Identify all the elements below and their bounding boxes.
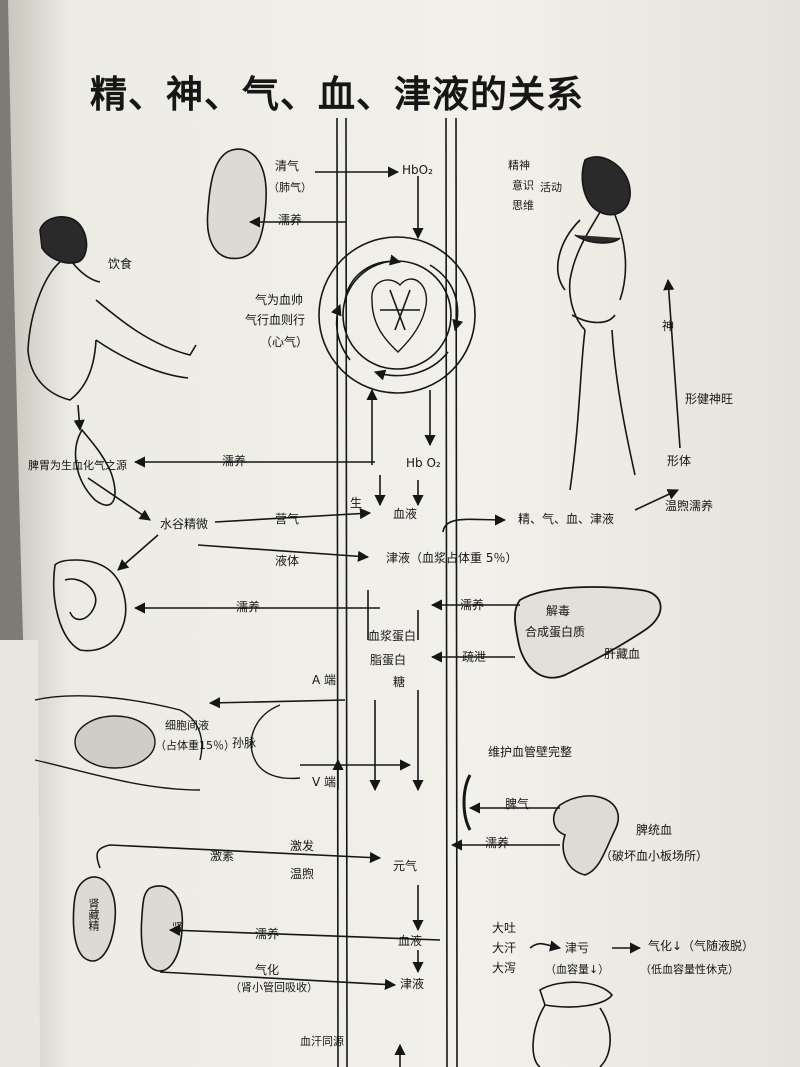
kidney-right [140,885,184,972]
xue-rong-liang-label: （血容量↓） [545,963,610,976]
left-page-edge [0,640,40,1067]
wen-xu-ru-yang-label: 温煦濡养 [665,499,714,513]
ru-yang-kidney-label: 濡养 [255,927,280,941]
capillary-cell-band [34,695,301,791]
kidney-left [72,876,117,962]
pi-wei-label: 脾胃为生血化气之源 [28,459,127,472]
spleen-shape [552,795,619,876]
yin-shi-label: 饮食 [108,257,133,271]
da-tu-label: 大吐 [492,921,517,935]
hbo2-top-label: HbO₂ [402,163,433,177]
standing-woman [557,156,636,491]
qi-hua-down-label: 气化↓（气随液脱） [648,939,755,953]
si-wei-label: 思维 [512,199,534,212]
ye-ti-label: 液体 [275,554,300,568]
eating-woman [27,216,197,401]
v-duan-label: V 端 [312,775,337,789]
digestive-organs [52,404,127,652]
jing-shen-label: 精神 [508,159,530,172]
shen-xiao-guan-label: （肾小管回吸收） [230,981,318,994]
xue-ye-label: 血液 [393,507,418,521]
xing-jian-shen-wang-label: 形健神旺 [685,392,734,406]
zhi-dan-bai-label: 脂蛋白 [370,653,407,667]
da-xie-label: 大泻 [492,961,517,975]
jin-ye-lower-label: 津液 [400,977,425,991]
ru-yang-stomach-label: 濡养 [222,454,247,468]
bottom-figure [532,981,614,1067]
di-xue-rong-label: （低血容量性休克） [640,963,739,976]
liver-shape [513,586,662,679]
sun-mai-label: 孙脉 [232,736,257,750]
pi-qi-label: 脾气 [505,797,530,811]
page-title: 精、神、气、血、津液的关系 [90,73,584,116]
jing-qi-xue-jin-ye-label: 精、气、血、津液 [518,512,615,526]
jie-du-label: 解毒 [546,604,571,618]
lung-shape [206,148,267,260]
wen-xu-label: 温煦 [290,867,315,881]
qi-xing-xue-ze-xing-label: 气行血则行 [245,313,306,327]
gan-cang-xue-label: 肝藏血 [604,647,641,661]
xue-jiang-dan-bai-label: 血浆蛋白 [368,629,417,643]
ying-qi-label: 营气 [275,512,300,526]
he-cheng-label: 合成蛋白质 [525,625,586,639]
vessel-wall [462,774,472,831]
ru-yang-liver-label: 濡养 [460,598,485,612]
heart-ring [318,236,476,394]
qi-wei-xue-shuai-label: 气为血帅 [255,293,304,307]
shen-label: 肾 [172,921,183,934]
wei-hu-label: 维护血管壁完整 [488,745,573,759]
ru-yang-lung-label: 濡养 [278,213,303,227]
shu-xie-label: 疏泄 [462,650,487,664]
zhan-ti-zhong-label: （占体重15％） [155,739,235,752]
da-han-label: 大汗 [492,941,517,955]
yuan-qi-label: 元气 [393,859,418,873]
jin-ye-label: 津液（血浆占体重 5％） [386,551,518,565]
xue-han-tong-yuan-label: 血汗同源 [300,1035,344,1048]
jin-kui-label: 津亏 [565,941,590,955]
xi-bao-jian-ye-label: 细胞间液 [165,719,209,732]
xing-ti-label: 形体 [667,454,692,468]
tang-label: 糖 [393,675,406,689]
qi-hua-label: 气化 [255,963,280,977]
xin-qi-label: （心气） [260,335,309,349]
hbo2-mid-label: Hb O₂ [406,456,441,470]
shui-gu-jing-wei-label: 水谷精微 [160,517,209,531]
huo-dong-label: 活动 [540,181,562,194]
xue-ye-lower-label: 血液 [398,934,423,948]
yi-shi-label: 意识 [512,179,534,192]
ru-yang-spleen-label: 濡养 [485,836,510,850]
a-duan-label: A 端 [312,673,337,687]
pi-tong-xue-label: 脾统血 [636,823,673,837]
po-huai-label: （破坏血小板场所） [600,849,709,863]
shen-cang-jing-label: 肾藏精 [87,898,100,931]
ji-fa-label: 激发 [290,839,315,853]
shen-label: 神 [662,319,675,333]
qing-qi-label: 清气 [275,159,300,173]
fei-qi-label: （肺气） [268,181,312,194]
sheng-label: 生 [350,496,363,510]
ru-yang-intestine-label: 濡养 [236,600,261,614]
ji-su-label: 激素 [210,849,235,863]
